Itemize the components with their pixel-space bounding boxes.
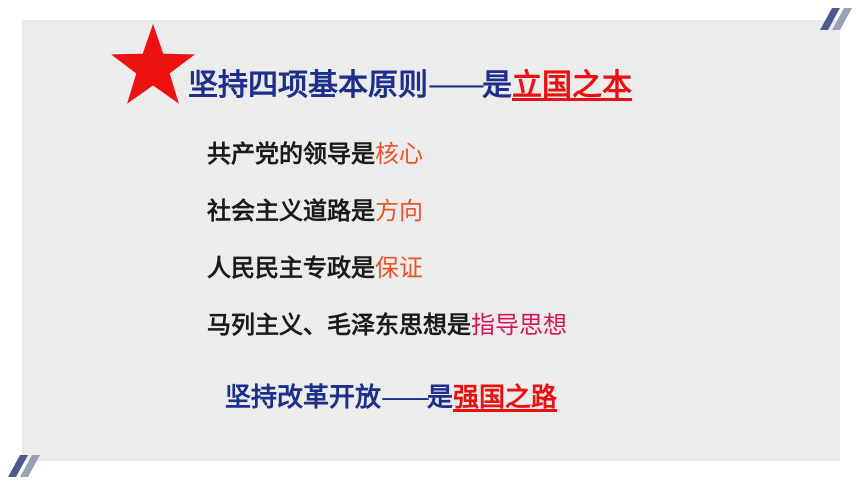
corner-stripes-icon [8, 455, 40, 477]
heading-prefix: 是 [427, 383, 454, 413]
list-item: 人民民主专政是保证 [207, 253, 423, 283]
item-value: 保证 [375, 254, 423, 282]
item-label: 共产党的领导是 [207, 140, 375, 168]
corner-stripes-icon [820, 8, 852, 30]
list-item: 共产党的领导是核心 [207, 139, 423, 169]
heading-highlight: 强国之路 [453, 383, 558, 413]
heading-prefix: 是 [482, 68, 512, 103]
list-item: 马列主义、毛泽东思想是指导思想 [207, 310, 567, 340]
item-label: 社会主义道路是 [207, 197, 375, 225]
item-label: 马列主义、毛泽东思想是 [207, 311, 471, 339]
item-label: 人民民主专政是 [207, 254, 375, 282]
item-value: 指导思想 [471, 311, 567, 339]
heading-dash: —— [428, 68, 485, 103]
heading-main: 坚持四项基本原则 [188, 68, 428, 103]
star-icon [111, 23, 195, 104]
item-value: 方向 [375, 197, 423, 225]
list-item: 社会主义道路是方向 [207, 196, 423, 226]
item-value: 核心 [375, 140, 423, 168]
heading-reform-opening: 坚持改革开放——是强国之路 [225, 382, 557, 414]
heading-highlight: 立国之本 [512, 68, 632, 103]
heading-four-principles: 坚持四项基本原则——是立国之本 [188, 68, 632, 104]
slide-panel [22, 20, 840, 461]
heading-main: 坚持改革开放 [225, 383, 382, 413]
heading-dash: —— [381, 383, 430, 413]
